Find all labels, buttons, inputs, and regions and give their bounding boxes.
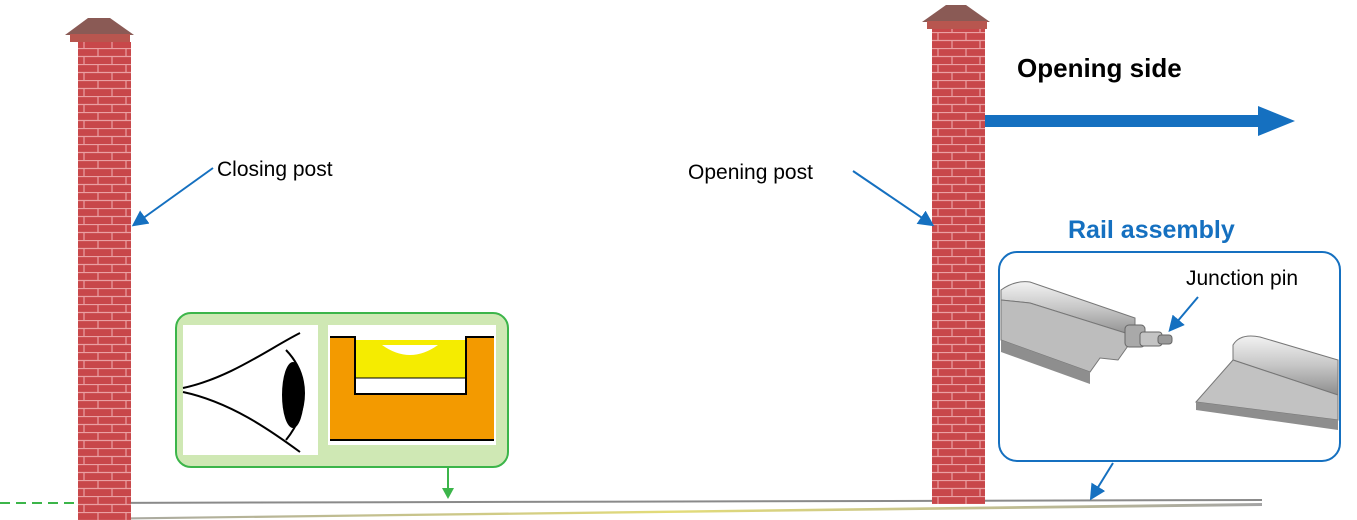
rail-assembly-title: Rail assembly xyxy=(1068,216,1235,244)
level-inset-arrow xyxy=(442,467,454,499)
opening-side-arrow xyxy=(985,106,1295,136)
left-rail-section xyxy=(1000,281,1173,384)
opening-side-label: Opening side xyxy=(1017,53,1182,83)
junction-pin-pointer xyxy=(1168,296,1199,333)
junction-pin-shape xyxy=(1157,334,1173,345)
opening-post-label: Opening post xyxy=(688,161,813,184)
spirit-level-icon xyxy=(328,325,496,445)
ground-lines xyxy=(0,499,1263,520)
right-rail-section xyxy=(1195,335,1339,430)
rail-assembly-inset: Junction pin xyxy=(998,251,1341,462)
closing-post xyxy=(65,18,134,520)
closing-post-label: Closing post xyxy=(217,158,333,181)
level-inset xyxy=(175,312,509,468)
rail-inset-pointer xyxy=(1089,462,1114,501)
opening-post xyxy=(922,5,990,504)
eye-icon xyxy=(182,325,318,455)
junction-pin-label: Junction pin xyxy=(1186,267,1298,290)
closing-post-pointer xyxy=(131,167,214,227)
opening-post-pointer xyxy=(852,170,935,227)
